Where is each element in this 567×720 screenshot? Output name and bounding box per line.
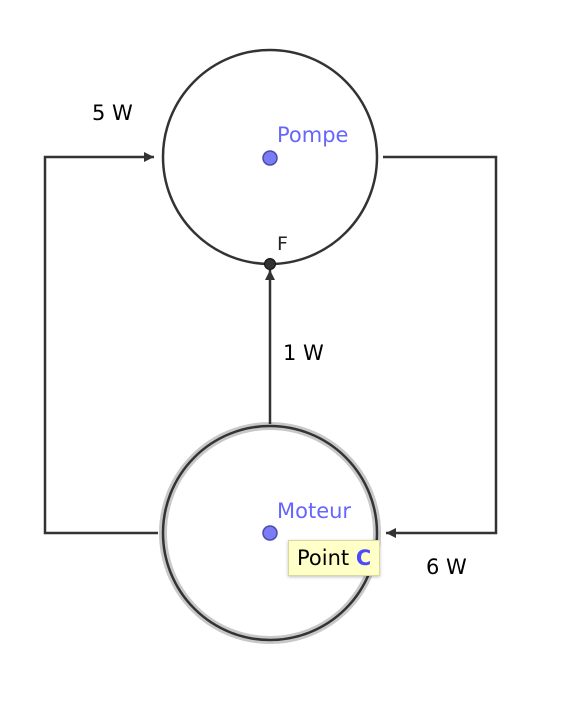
point-tooltip: Point C [288, 540, 381, 576]
left-loop-line[interactable] [43, 152, 158, 535]
right-loop-line[interactable] [383, 155, 498, 538]
tooltip-prefix: Point [297, 546, 350, 570]
center-link-label: 1 W [283, 341, 324, 365]
point-f-label: F [277, 233, 288, 255]
right-loop-label: 6 W [426, 555, 467, 579]
motor-circle[interactable] [161, 424, 379, 642]
motor-center-point[interactable] [262, 525, 278, 541]
motor-label: Moteur [277, 499, 351, 523]
left-loop-label: 5 W [92, 101, 133, 125]
pump-label: Pompe [277, 123, 348, 147]
point-f[interactable] [264, 258, 276, 270]
pump-center-point[interactable] [262, 150, 278, 166]
tooltip-point-name: C [355, 546, 372, 570]
